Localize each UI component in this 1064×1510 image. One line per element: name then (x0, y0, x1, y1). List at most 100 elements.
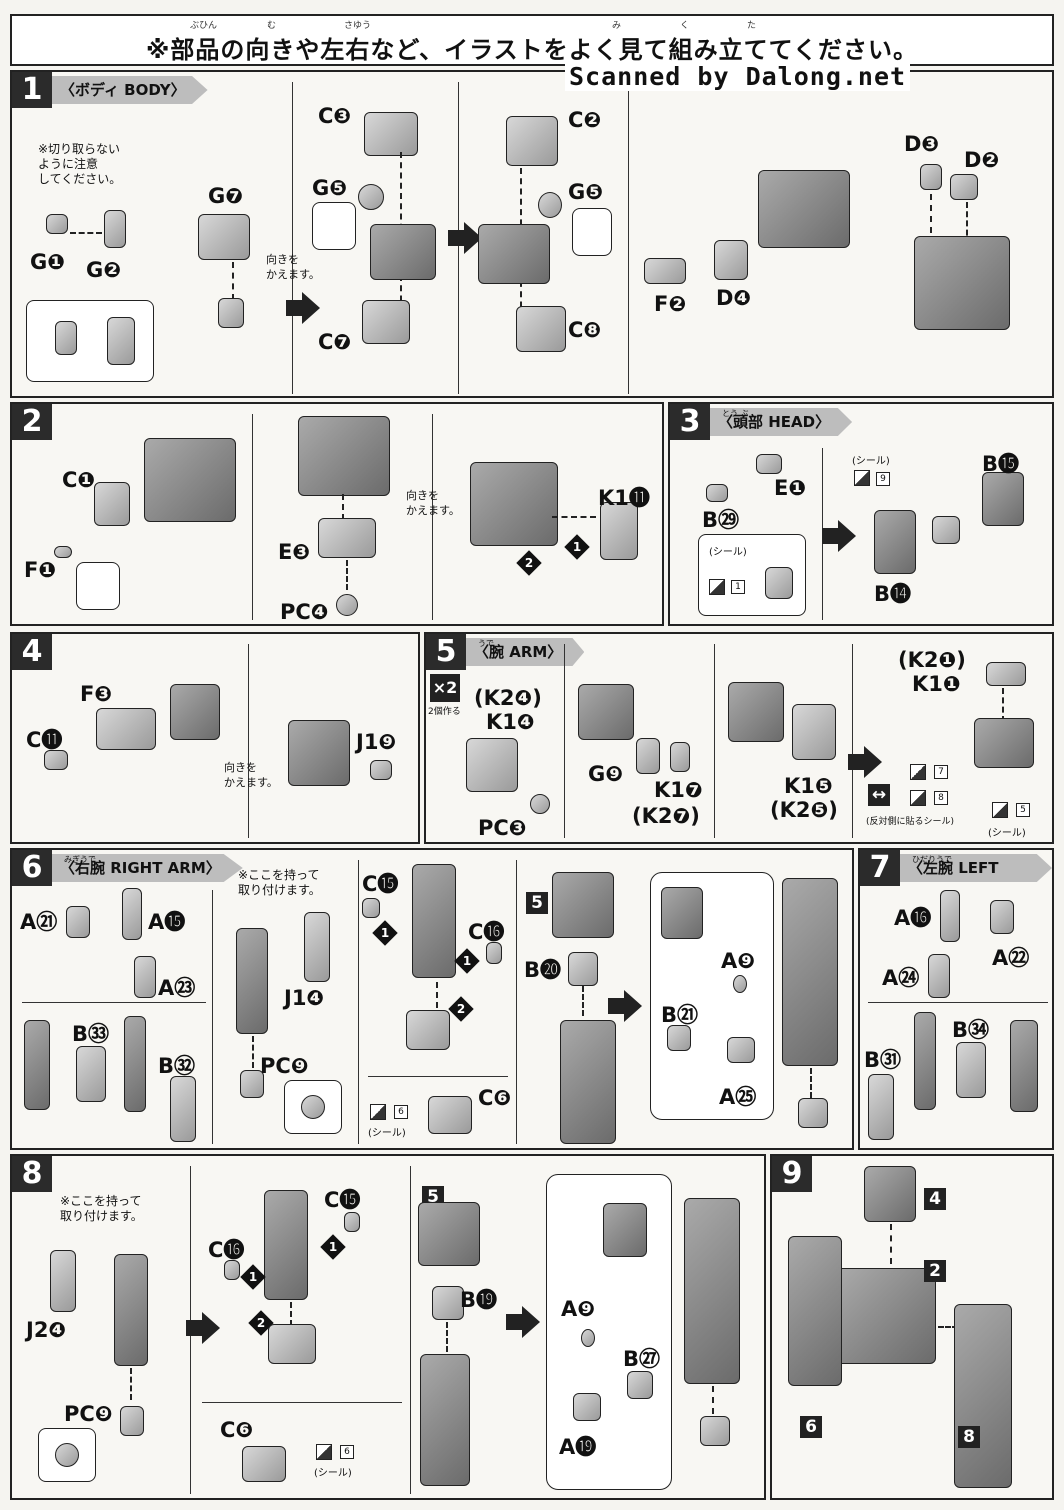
part-label: (K2❶) (898, 648, 966, 672)
guide-line (436, 982, 438, 1008)
part-label: F❷ (654, 292, 687, 316)
part-label: A㉑ (20, 910, 58, 934)
part-b27-shape (627, 1371, 653, 1399)
seal-number: 8 (934, 791, 948, 805)
guide-line (252, 1036, 254, 1068)
part-d2-shape (950, 174, 978, 200)
opposite-note: (反対側に貼るシール) (866, 817, 955, 827)
part-label: B⓳ (460, 1288, 498, 1312)
part-b34-shape (956, 1042, 986, 1098)
step-1-panel: 1 〈ボディ BODY〉 ※切り取らない ように注意 してください。 G❶ G❷… (10, 70, 1054, 398)
guide-line (582, 986, 584, 1016)
seal-number: 5 (1016, 803, 1030, 817)
part-label: G❺ (312, 176, 348, 200)
part-forearm-shape (264, 1190, 308, 1300)
order-mark: 1 (240, 1264, 266, 1290)
part-arm-frame-shape (124, 1016, 146, 1112)
part-label: A⓳ (559, 1435, 597, 1459)
step-4-panel: 4 F❸ C⓫ 向きを かえます。 J1❾ (10, 632, 420, 844)
part-k1-11-shape (600, 502, 638, 560)
seal-number: 6 (340, 1445, 354, 1459)
order-mark: 2 (448, 996, 474, 1022)
turn-note-line: 向きを (406, 489, 439, 502)
part-j14-shape (304, 912, 330, 982)
order-mark-text: 1 (572, 540, 582, 554)
part-left-arm-shape (954, 1304, 1012, 1488)
guide-line (810, 1068, 812, 1098)
part-label: C❻ (478, 1086, 512, 1110)
hold-note: ※ここを持って 取り付けます。 (238, 868, 321, 898)
part-label: B㉛ (864, 1048, 902, 1072)
part-k1-5-shape (792, 704, 836, 760)
part-pc9-shape (120, 1406, 144, 1436)
step-label-text: 〈腕 ARM〉 (474, 643, 563, 661)
part-hand-shape (603, 1203, 647, 1257)
header-ruby: く (680, 21, 690, 31)
seal-number: 9 (876, 472, 890, 486)
part-body-final-shape (914, 236, 1010, 330)
part-a21-shape (66, 906, 90, 938)
divider (432, 414, 433, 620)
part-label: A㉓ (158, 976, 196, 1000)
part-label: PC❸ (478, 816, 527, 840)
part-body-shape (836, 1268, 936, 1364)
part-c11-shape (44, 750, 68, 770)
part-forearm-shape (560, 1020, 616, 1144)
part-d4-shape (714, 240, 748, 280)
part-label: C❷ (568, 108, 602, 132)
part-g9-shape (636, 738, 660, 774)
part-detail-shape (107, 317, 135, 365)
part-detail-shape (55, 321, 77, 355)
step-number: 8 (12, 1156, 52, 1192)
part-c16-shape (486, 942, 502, 964)
part-label: C⓫ (26, 728, 63, 752)
part-g5-shape (358, 184, 384, 210)
divider (516, 860, 517, 1144)
part-arm-frame-shape (1010, 1020, 1038, 1112)
step-number: 7 (860, 850, 900, 886)
cut-note-line: ように注意 (38, 157, 99, 171)
part-f1-shape (54, 546, 72, 558)
step-7-panel: 7 ひだりうで〈左腕 LEFT ARM〉 A⓰ A㉒ A㉔ B㉛ B㉞ (858, 848, 1054, 1150)
part-label: B㉑ (661, 1003, 699, 1027)
part-label: A⓰ (894, 906, 932, 930)
turn-note: 向きを かえます。 (266, 252, 320, 282)
part-a16-shape (940, 890, 960, 942)
step-label-text: 〈左腕 LEFT ARM〉 (908, 859, 999, 905)
step-number: 4 (12, 634, 52, 670)
divider (292, 82, 293, 394)
hold-note-line: ※ここを持って (60, 1194, 142, 1208)
step-number: 3 (670, 404, 710, 440)
flow-arrow (848, 746, 882, 778)
quantity-badge: ×2 (430, 674, 460, 702)
hand-detail-box: A❾ B㉗ A⓳ (546, 1174, 672, 1490)
part-b21-shape (667, 1025, 691, 1051)
divider (564, 644, 565, 838)
part-hand-shape (661, 887, 703, 939)
part-label: G❾ (588, 762, 624, 786)
seal-note: (シール) (709, 547, 747, 558)
divider (248, 644, 249, 838)
part-c3-shape (364, 112, 418, 156)
divider (628, 82, 629, 394)
part-f3-shape (96, 708, 156, 750)
part-arm-assembled-shape (974, 718, 1034, 768)
quantity-note: 2個作る (428, 707, 461, 717)
part-b32-shape (170, 1076, 196, 1142)
part-body-shape (298, 416, 390, 496)
part-c2-shape (506, 116, 558, 166)
part-label: J1❾ (356, 730, 397, 754)
step-label: 〈ボディ BODY〉 (52, 76, 208, 104)
part-label: C❶ (62, 468, 96, 492)
guide-line (232, 262, 234, 300)
step-reference: 8 (958, 1426, 980, 1448)
order-mark-text: 1 (328, 1240, 338, 1254)
step-number: 6 (12, 850, 52, 886)
part-arm-assembled-shape (684, 1198, 740, 1384)
step-3-panel: 3 とう ぶ〈頭部 HEAD〉 E❶ B㉙ (シール) 1 (シール) 9 B⓮… (668, 402, 1054, 626)
order-mark-text: 2 (524, 556, 534, 570)
part-label: E❶ (774, 476, 807, 500)
part-b20-shape (568, 952, 598, 986)
part-forearm-shape (114, 1254, 148, 1366)
part-label: J1❹ (284, 986, 325, 1010)
